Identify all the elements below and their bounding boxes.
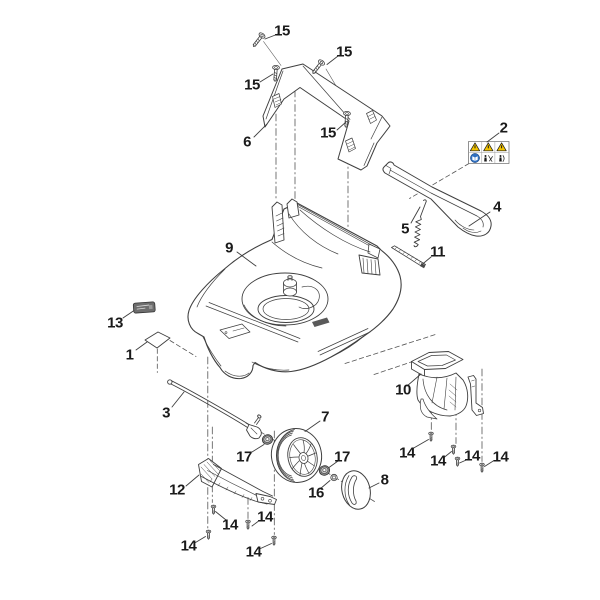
part-5-tension-spring: [413, 199, 427, 248]
part-12-grass-comb: [198, 458, 277, 505]
part-callout-3: 3: [162, 404, 170, 421]
bystander-warning-icon: [484, 155, 493, 162]
part-callout-17: 17: [236, 448, 252, 466]
part-13-rating-plate: [132, 301, 156, 314]
part-11-pivot-pin: [391, 245, 426, 269]
part-callout-9: 9: [225, 239, 233, 256]
part-callout-15: 15: [320, 124, 336, 141]
part-callout-13: 13: [107, 314, 123, 331]
part-1-information-label: [144, 331, 171, 349]
part-callout-16: 16: [308, 484, 324, 501]
leader-lines: [122, 33, 500, 549]
part-callout-14: 14: [399, 444, 415, 461]
part-callout-2: 2: [499, 119, 508, 136]
part-callout-7: 7: [321, 408, 329, 426]
warning-triangle-icon: [469, 142, 481, 152]
part-callout-8: 8: [380, 471, 389, 489]
part-2-safety-pictogram-label: [468, 141, 510, 164]
part-callout-15: 15: [274, 22, 290, 40]
part-callout-14: 14: [257, 508, 273, 526]
part-callout-14: 14: [492, 448, 509, 466]
part-8-wheel-cover: [341, 470, 371, 510]
read-manual-icon: [470, 153, 480, 163]
part-7-wheel: [270, 428, 323, 483]
part-6-handle-mount-cover: [262, 63, 391, 171]
part-callout-15: 15: [244, 76, 260, 93]
part-callout-14: 14: [180, 537, 197, 555]
part-callout-6: 6: [243, 133, 251, 151]
blade-warning-icon: [499, 155, 505, 162]
part-callout-17: 17: [334, 448, 350, 466]
part-17-wheel-cap-left: [260, 433, 275, 446]
part-callout-4: 4: [493, 198, 501, 216]
part-callout-10: 10: [395, 381, 411, 399]
part-4-deflector-flap: [382, 161, 492, 237]
part-callout-15: 15: [336, 43, 352, 61]
part-callout-14: 14: [430, 452, 446, 470]
part-callout-1: 1: [125, 346, 134, 364]
part-callout-14: 14: [222, 516, 238, 533]
part-3-front-axle: [167, 379, 262, 440]
warning-triangle-icon: [483, 142, 494, 152]
part-callout-11: 11: [430, 243, 445, 261]
warning-triangle-icon: [496, 142, 507, 152]
part-16-nut: [330, 473, 338, 482]
part-callout-12: 12: [169, 481, 185, 499]
part-10-discharge-chute: [411, 351, 484, 420]
part-callout-14: 14: [464, 447, 480, 465]
part-callout-5: 5: [401, 220, 409, 238]
part-callout-14: 14: [245, 543, 262, 561]
part-9-mower-housing: [187, 198, 402, 380]
